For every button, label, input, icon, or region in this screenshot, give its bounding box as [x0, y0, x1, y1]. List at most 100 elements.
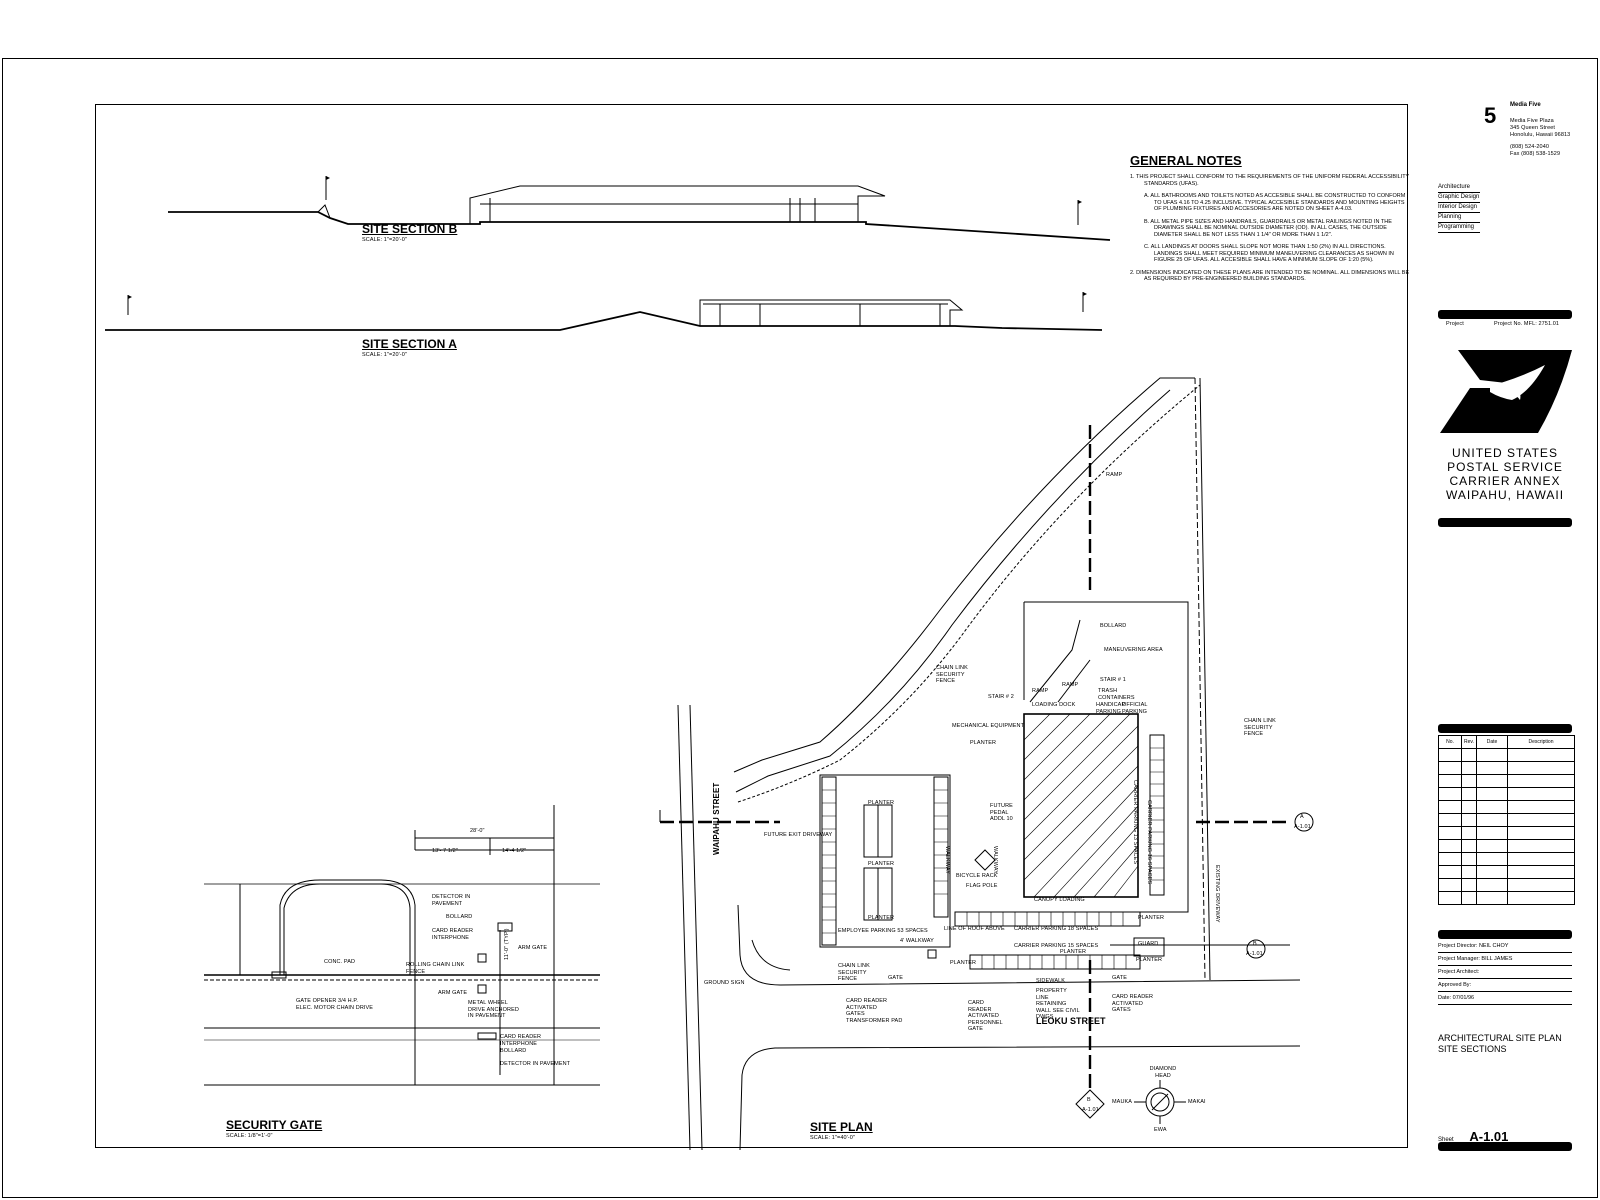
- project-director: Project Director: NEIL CHOY: [1438, 940, 1572, 953]
- security-gate-title: SECURITY GATE: [226, 1118, 323, 1132]
- section-mark-b: B: [1253, 941, 1257, 947]
- label-walkway-1: WALKWAY: [992, 846, 998, 874]
- project-date: Date: 07/01/96: [1438, 992, 1572, 1005]
- section-mark-b2-sheet: A-1.01: [1082, 1107, 1099, 1113]
- discipline-interior: Interior Design: [1438, 203, 1480, 213]
- label-gate-2: GATE: [1112, 975, 1127, 981]
- note-c: C. ALL LANDINGS AT DOORS SHALL SLOPE NOT…: [1144, 244, 1394, 263]
- label-4ft-walkway: 4' WALKWAY: [900, 938, 934, 944]
- label-canopy: CANOPY LOADING: [1034, 897, 1085, 903]
- label-planter-2: PLANTER: [868, 861, 895, 867]
- client-line-3: CARRIER ANNEX: [1449, 474, 1561, 488]
- rev-header-description: Description: [1507, 735, 1575, 749]
- site-section-b-title: SITE SECTION B: [362, 222, 458, 236]
- label-future-exit: FUTURE EXIT DRIVEWAY: [764, 832, 833, 838]
- firm-phone: (808) 524-2040: [1510, 144, 1550, 150]
- firm-address-2: 345 Queen Street: [1510, 125, 1556, 131]
- label-handicap: HANDICAP PARKING: [1096, 702, 1126, 715]
- site-plan-scale: SCALE: 1"=40'-0": [810, 1135, 855, 1141]
- sheet-label: Sheet: [1438, 1137, 1454, 1143]
- label-ground-sign: GROUND SIGN: [704, 980, 745, 986]
- label-maneuvering: MANEUVERING AREA: [1104, 647, 1163, 653]
- note-1: 1. THIS PROJECT SHALL CONFORM TO THE REQ…: [1130, 174, 1410, 187]
- gate-label-bollard-2: BOLLARD: [500, 1048, 527, 1054]
- note-a: A. ALL BATHROOMS AND TOILETS NOTED AS AC…: [1144, 193, 1406, 212]
- project-manager: Project Manager: BILL JAMES: [1438, 953, 1572, 966]
- label-sidewalk: SIDEWALK: [1036, 978, 1066, 984]
- north-mauka: MAUKA: [1112, 1099, 1133, 1105]
- site-section-a-scale: SCALE: 1"=20'-0": [362, 352, 407, 358]
- label-line-roof: LINE OF ROOF ABOVE: [944, 926, 1005, 932]
- sheet-number-block: Sheet A-1.01: [1438, 1129, 1508, 1144]
- label-planter-8: PLANTER: [1138, 915, 1165, 921]
- label-loading-dock: LOADING DOCK: [1032, 702, 1076, 708]
- label-guard: GUARD: [1138, 941, 1159, 947]
- label-fence-3: CHAIN LINK SECURITY FENCE: [838, 963, 870, 982]
- label-fence-1: CHAIN LINK SECURITY FENCE: [936, 665, 968, 684]
- label-carrier-16: CARRIER PARKING 16 SPACES: [1146, 800, 1152, 885]
- gate-label-arm-gate-2: ARM GATE: [438, 990, 468, 996]
- label-transformer: TRANSFORMER PAD: [846, 1018, 903, 1024]
- gate-label-conc-pad: CONC. PAD: [324, 959, 356, 965]
- client-line-1: UNITED STATES: [1452, 446, 1558, 460]
- label-planter-6: PLANTER: [1136, 957, 1163, 963]
- waipahu-street-label: WAIPAHU STREET: [712, 782, 721, 855]
- label-card-gates-2: CARD READER ACTIVATED GATES: [1112, 994, 1154, 1013]
- dim-total: 28'-0": [470, 828, 485, 834]
- dim-left: 13'- 7 1/2": [432, 848, 458, 854]
- section-mark-b-sheet: A-1.01: [1246, 951, 1263, 957]
- label-fence-2: CHAIN LINK SECURITY FENCE: [1244, 718, 1276, 737]
- firm-address-1: Media Five Plaza: [1510, 118, 1554, 124]
- title-bar-4: [1438, 930, 1572, 939]
- north-ewa: EWA: [1154, 1127, 1167, 1133]
- project-label: Project: [1446, 321, 1464, 327]
- drawing-title-1: ARCHITECTURAL SITE PLAN: [1438, 1033, 1562, 1043]
- north-makai: MAKAI: [1188, 1099, 1206, 1105]
- label-future-pedal: FUTURE PEDAL ADDL 10: [990, 803, 1013, 822]
- gate-label-card-reader: CARD READER INTERPHONE: [432, 928, 474, 941]
- usps-eagle-icon: [1440, 350, 1572, 433]
- rev-header-no: No.: [1438, 735, 1462, 749]
- rev-header-date: Date: [1476, 735, 1508, 749]
- disciplines-list: Architecture Graphic Design Interior Des…: [1438, 183, 1480, 233]
- gate-label-arm-gate-1: ARM GATE: [518, 945, 548, 951]
- section-mark-b2: B: [1087, 1097, 1091, 1103]
- project-info: Project Director: NEIL CHOY Project Mana…: [1438, 940, 1572, 1005]
- label-bicycle-rack: BICYCLE RACK: [956, 873, 998, 879]
- label-ramp-2: RAMP: [1032, 688, 1049, 694]
- label-official: OFFICIAL PARKING: [1122, 702, 1148, 715]
- label-planter-4: PLANTER: [950, 960, 977, 966]
- drawing-sheet-border: [2, 58, 1598, 1198]
- label-existing-driveway: EXISTING DRIVEWAY: [1214, 865, 1220, 923]
- label-stair-1: STAIR # 1: [1100, 677, 1126, 683]
- firm-name: Media Five: [1510, 102, 1541, 108]
- media-five-logo-glyph: 5: [1484, 103, 1496, 128]
- discipline-architecture: Architecture: [1438, 183, 1480, 193]
- dim-right: 14'-4 1/2": [502, 848, 527, 854]
- sheet-number: A-1.01: [1469, 1129, 1509, 1144]
- label-carrier-15: CARRIER PARKING 15 SPACES: [1014, 943, 1099, 949]
- label-planter-1: PLANTER: [868, 800, 895, 806]
- label-planter-7: PLANTER: [970, 740, 997, 746]
- label-planter-5: PLANTER: [1060, 949, 1087, 955]
- label-bollard: BOLLARD: [1100, 623, 1127, 629]
- title-bar-5: [1438, 1142, 1572, 1151]
- gate-label-metal-wheel: METAL WHEEL DRIVE ANCHORED IN PAVEMENT: [468, 1000, 519, 1019]
- gate-label-card-reader-2: CARD READER INTERPHONE: [500, 1034, 542, 1047]
- drawing-frame: [95, 104, 1408, 1148]
- label-trash: TRASH CONTAINERS: [1098, 688, 1135, 701]
- label-carrier-13: CARRIER PARKING 13 SPACES: [1132, 780, 1138, 865]
- label-employee-parking: EMPLOYEE PARKING 53 SPACES: [838, 928, 928, 934]
- discipline-planning: Planning: [1438, 213, 1480, 223]
- general-notes: GENERAL NOTES 1. THIS PROJECT SHALL CONF…: [1130, 153, 1410, 289]
- note-2: 2. DIMENSIONS INDICATED ON THESE PLANS A…: [1130, 269, 1410, 283]
- discipline-graphic: Graphic Design: [1438, 193, 1480, 203]
- project-number: Project No. MFL: 2751.01: [1494, 321, 1560, 327]
- project-architect: Project Architect:: [1438, 966, 1572, 979]
- revision-table: No. Rev. Date Description: [1438, 735, 1575, 905]
- gate-label-rolling-fence: ROLLING CHAIN LINK FENCE: [406, 962, 465, 975]
- client-line-2: POSTAL SERVICE: [1447, 460, 1563, 474]
- drawing-title: ARCHITECTURAL SITE PLAN SITE SECTIONS: [1438, 1033, 1562, 1055]
- site-plan-title: SITE PLAN: [810, 1120, 873, 1134]
- gate-label-detector-2: DETECTOR IN PAVEMENT: [500, 1061, 571, 1067]
